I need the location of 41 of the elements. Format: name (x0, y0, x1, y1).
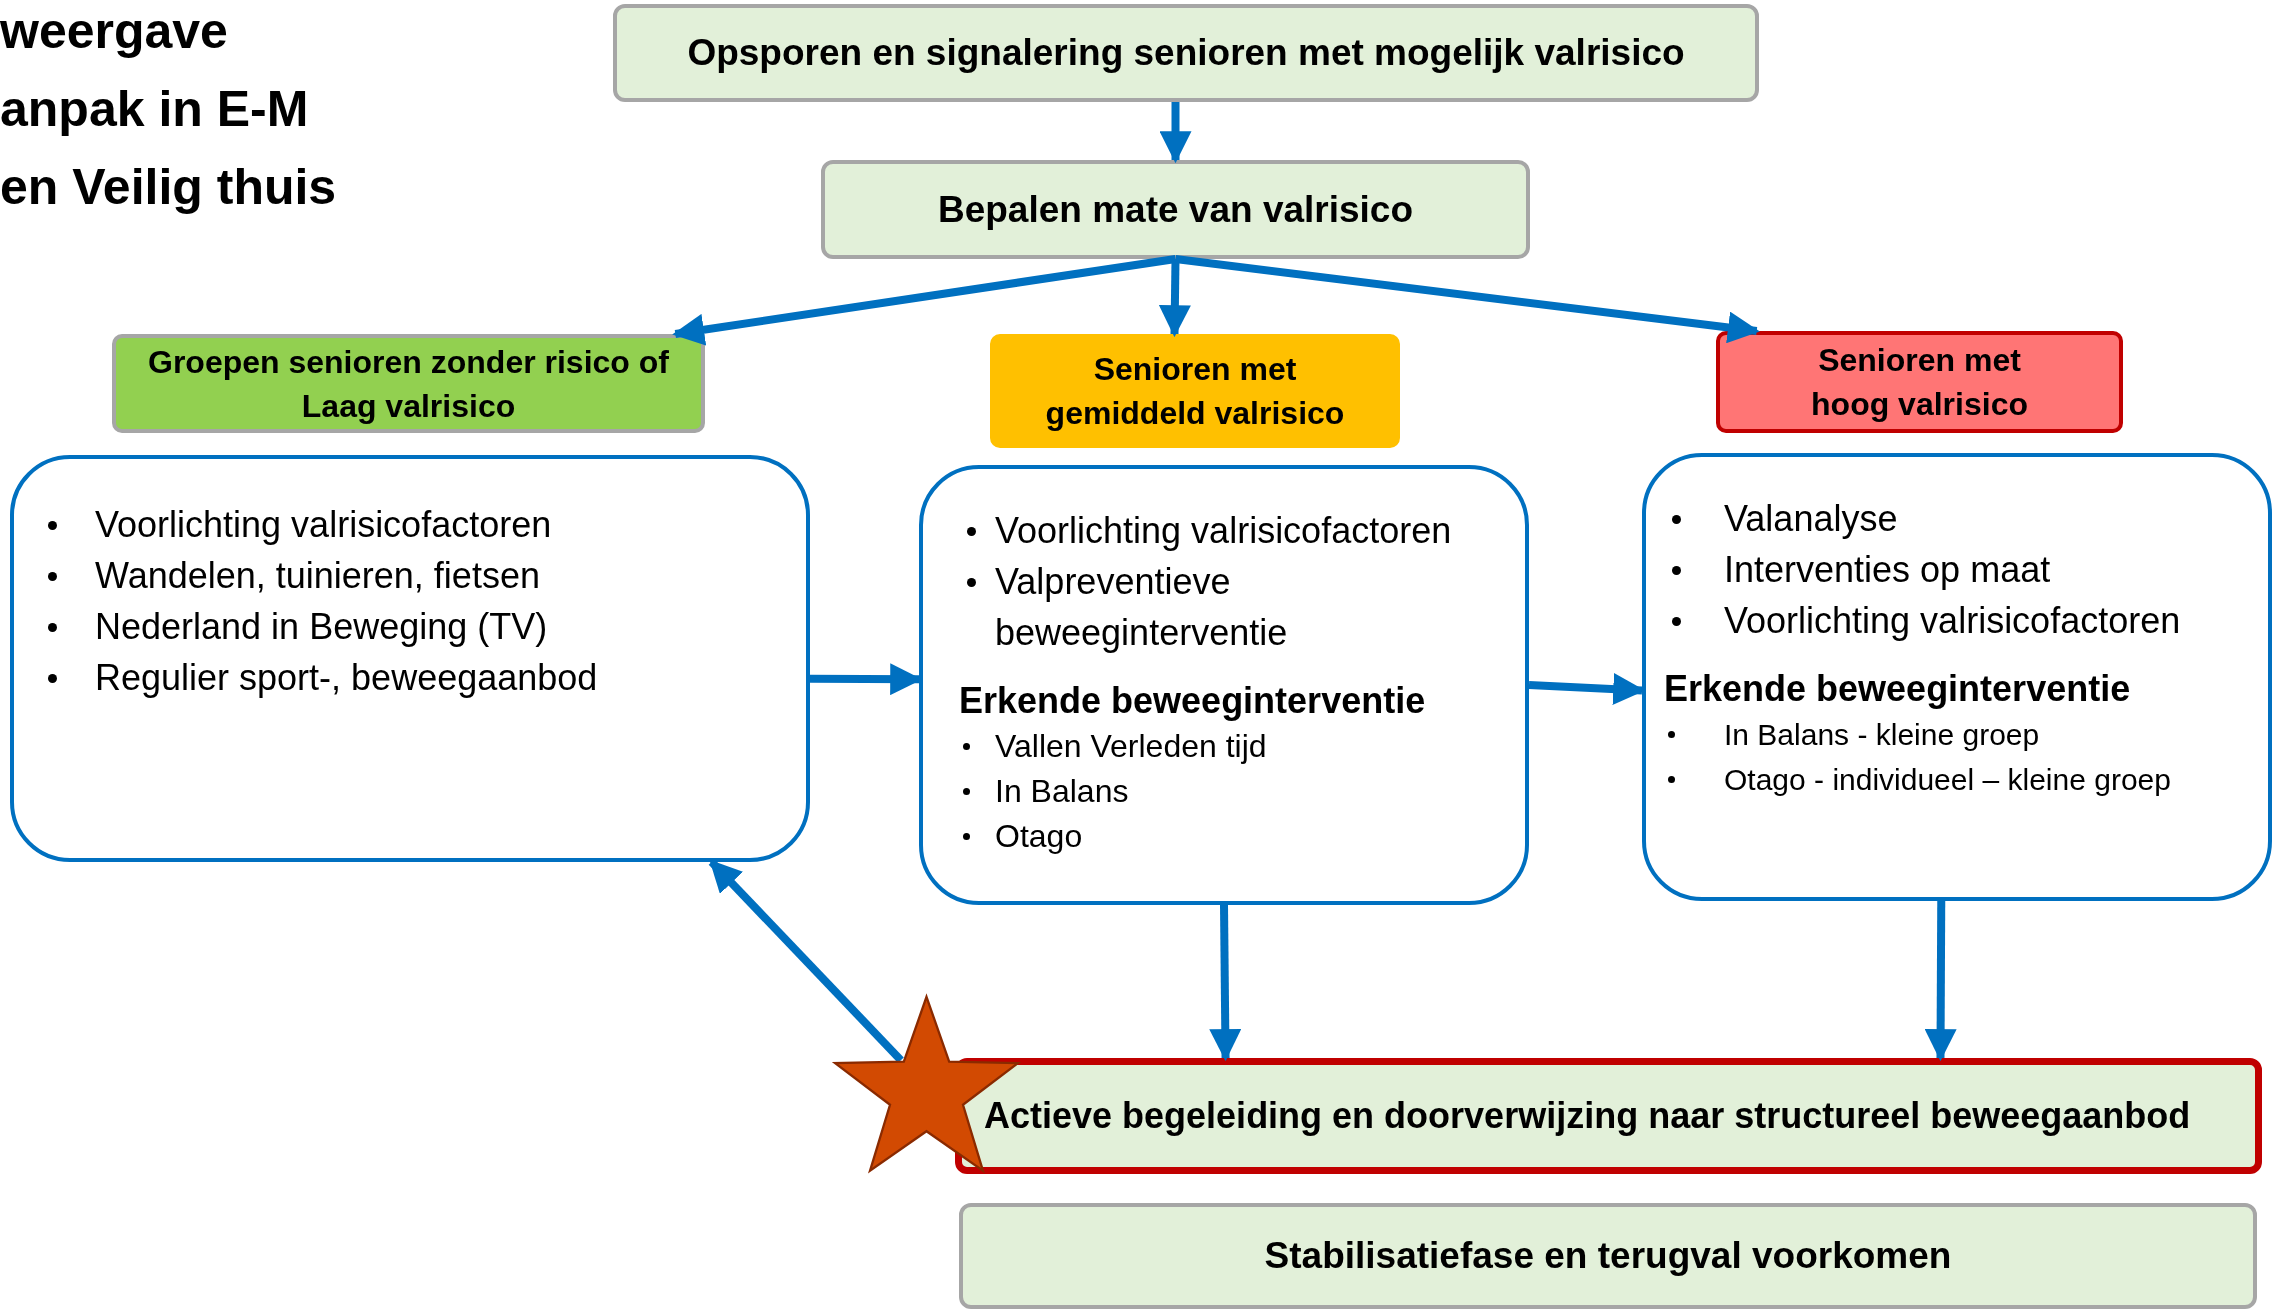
list-item: In Balans - kleine groep (1724, 718, 2040, 751)
process-box (821, 160, 1530, 259)
arrow (1159, 102, 1192, 164)
list-item: Voorlichting valrisicofactoren (1724, 600, 2181, 641)
list-item: Interventies op maat (1724, 549, 2051, 590)
list-item: Voorlichting valrisicofactoren (995, 510, 1452, 551)
arrow (1209, 904, 1242, 1062)
list-item: Voorlichting valrisicofactoren (95, 504, 552, 545)
intervention-card (1642, 453, 2272, 901)
box-label: Opsporen en signalering senioren met mogelijk valrisico (687, 32, 1685, 74)
list-item: Regulier sport-, beweegaanbod (95, 657, 598, 698)
box-label: Actieve begeleiding en doorverwijzing naar structureel beweegaanbod (984, 1095, 2191, 1137)
arrow (1175, 255, 1760, 344)
list-item: Nederland in Beweging (TV) (95, 606, 548, 647)
header-label: Senioren met hoog valrisico (1810, 341, 2029, 424)
list-item: Vallen Verleden tijd (995, 728, 1267, 764)
header-label: Senioren met gemiddeld valrisico (1044, 350, 1346, 433)
process-box (959, 1203, 2257, 1309)
list-item: In Balans (995, 773, 1129, 809)
category-header (990, 334, 1400, 448)
header-label: Groepen senioren zonder risico of Laag valrisico (147, 342, 670, 426)
arrow (1158, 258, 1191, 338)
intervention-card (10, 455, 810, 862)
list-item: Otago (995, 818, 1083, 854)
arrow (672, 255, 1177, 346)
list-item: Otago - individueel – kleine groep (1724, 763, 2171, 796)
list-item: Valpreventieve beweeginterventie (995, 561, 1288, 653)
category-header (112, 334, 705, 433)
category-header (1716, 331, 2123, 433)
box-label: Stabilisatiefase en terugval voorkomen (1264, 1235, 1952, 1277)
process-box (955, 1058, 2262, 1174)
section-heading: Erkende beweeginterventie (1664, 668, 2132, 710)
intervention-card (919, 465, 1529, 905)
diagram-title: weergave anpak in E-M en Veilig thuis (0, 2, 338, 217)
box-label: Bepalen mate van valrisico (937, 188, 1414, 231)
list-item: Valanalyse (1724, 498, 1898, 539)
list-item: Wandelen, tuinieren, fietsen (95, 555, 540, 596)
arrow (708, 859, 904, 1063)
section-heading: Erkende beweeginterventie (959, 680, 1427, 722)
process-box (613, 4, 1759, 102)
arrow (1924, 901, 1957, 1062)
